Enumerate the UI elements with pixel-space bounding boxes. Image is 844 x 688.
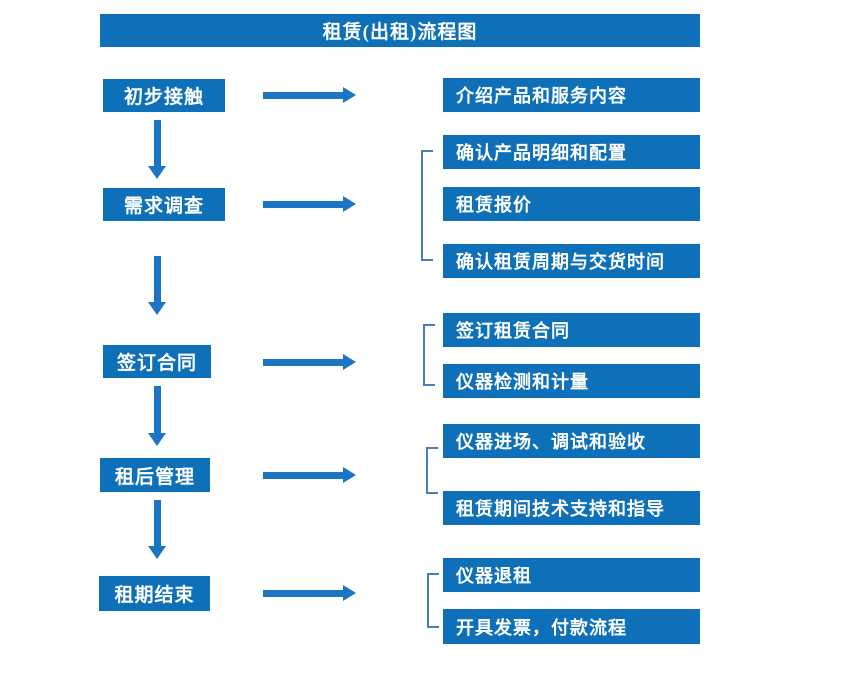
step-box-post-rental-management: 租后管理 <box>100 458 210 492</box>
bracket-group-post-rental <box>426 447 438 494</box>
output-box-technical-support: 租赁期间技术支持和指导 <box>443 491 700 525</box>
bracket-group-rental-end <box>427 573 439 628</box>
output-box-confirm-details: 确认产品明细和配置 <box>443 135 700 169</box>
arrow-right-icon <box>263 467 356 483</box>
flowchart-title: 租赁(出租)流程图 <box>100 14 700 47</box>
output-box-sign-rental-contract: 签订租赁合同 <box>443 313 700 347</box>
output-box-invoice-payment: 开具发票，付款流程 <box>443 609 700 644</box>
step-box-sign-contract: 签订合同 <box>103 345 211 378</box>
output-box-instrument-setup: 仪器进场、调试和验收 <box>443 424 700 458</box>
output-box-rental-quote: 租赁报价 <box>443 187 700 221</box>
arrow-down-icon <box>148 386 166 446</box>
bracket-group-demand-survey <box>421 150 433 261</box>
arrow-right-icon <box>263 585 356 601</box>
output-box-instrument-return: 仪器退租 <box>443 558 700 592</box>
step-box-rental-end: 租期结束 <box>99 576 210 611</box>
arrow-right-icon <box>263 87 356 103</box>
bracket-group-sign-contract <box>423 324 435 386</box>
arrow-down-icon <box>148 500 166 559</box>
output-box-instrument-testing: 仪器检测和计量 <box>443 364 700 398</box>
step-box-demand-survey: 需求调查 <box>103 188 225 221</box>
output-box-introduce-products: 介绍产品和服务内容 <box>443 78 700 112</box>
arrow-right-icon <box>263 354 356 370</box>
arrow-down-icon <box>148 120 166 179</box>
output-box-confirm-period-delivery: 确认租赁周期与交货时间 <box>443 244 700 278</box>
arrow-down-icon <box>148 256 166 315</box>
step-box-initial-contact: 初步接触 <box>103 79 225 112</box>
arrow-right-icon <box>263 196 356 212</box>
